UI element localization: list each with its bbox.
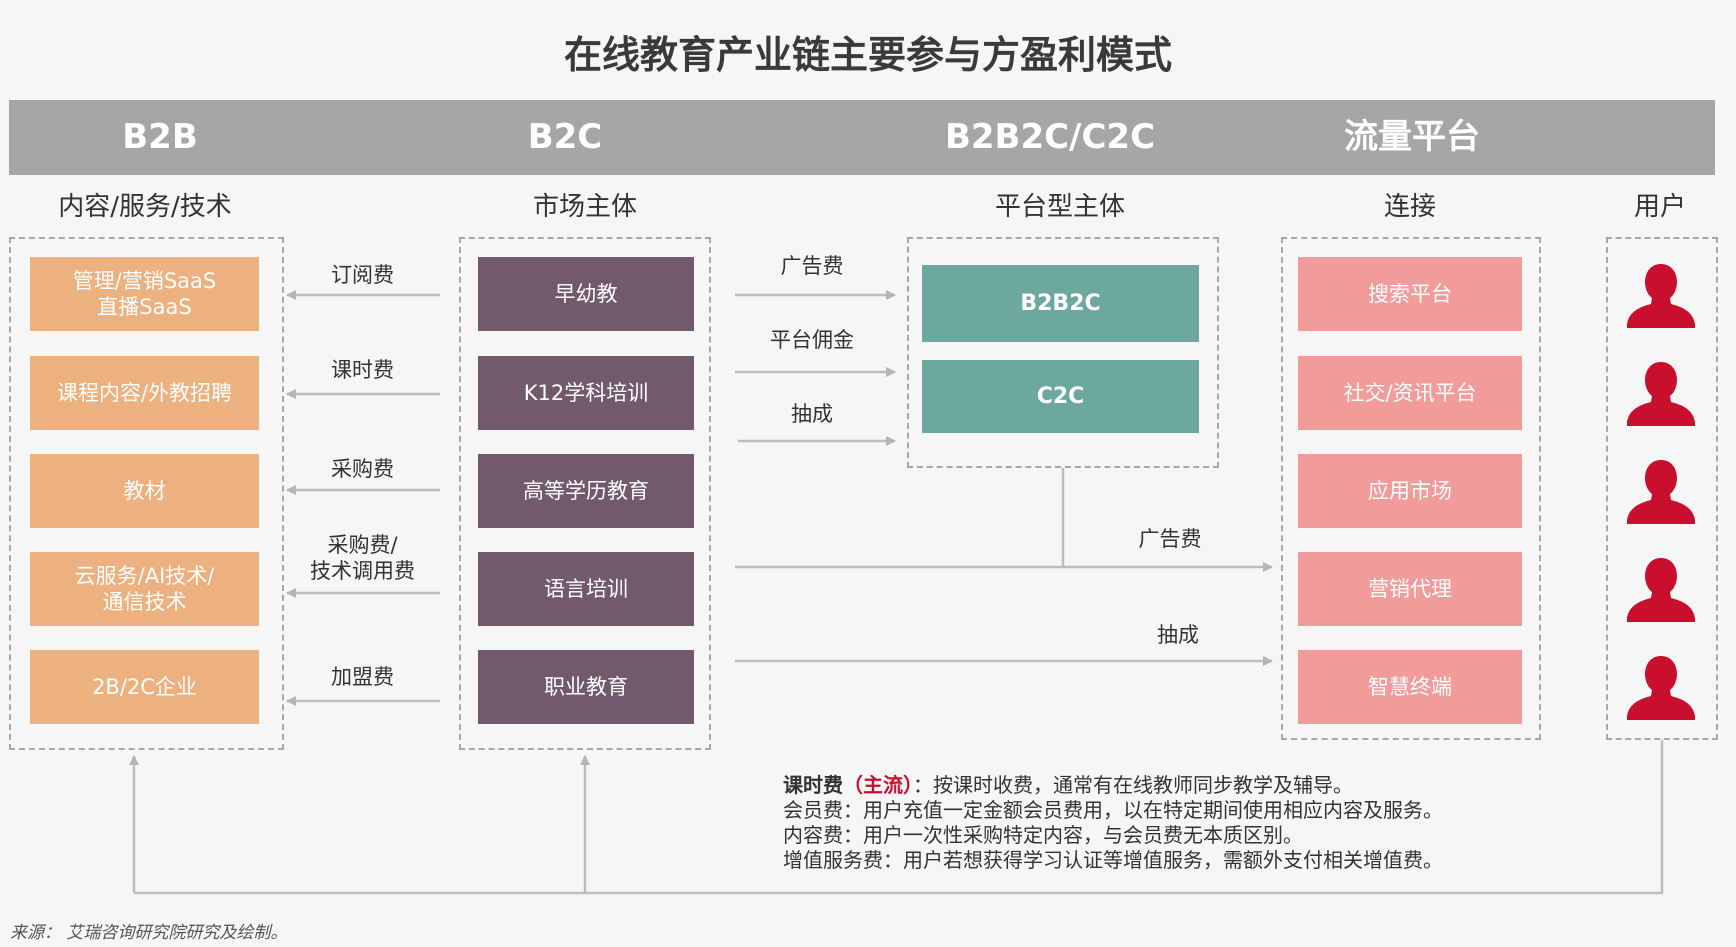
b2b-group <box>9 237 284 750</box>
flow-label-purchase: 采购费 <box>331 457 394 481</box>
b2b-item-enterprise: 2B/2C企业 <box>30 650 259 724</box>
flow-label-ad-platform: 广告费 <box>780 254 844 278</box>
traffic-item-marketing: 营销代理 <box>1298 552 1522 626</box>
flow-label-tech: 采购费/ 技术调用费 <box>310 533 415 584</box>
flow-label-cut-platform: 抽成 <box>791 402 833 426</box>
note-term-lesson: 课时费 <box>783 773 843 797</box>
b2c-item-vocational: 职业教育 <box>478 650 694 724</box>
page-title: 在线教育产业链主要参与方盈利模式 <box>563 33 1172 77</box>
fee-notes: 课时费（主流）：按课时收费，通常有在线教师同步教学及辅导。 会员费：用户充值一定… <box>783 773 1443 873</box>
flow-label-commission-platform: 平台佣金 <box>770 328 854 352</box>
b2b-item-cloud: 云服务/AI技术/ 通信技术 <box>30 552 259 626</box>
platform-item-c2c: C2C <box>922 360 1199 433</box>
b2c-item-language: 语言培训 <box>478 552 694 626</box>
flow-label-subscription: 订阅费 <box>331 263 394 287</box>
b2b-item-course: 课程内容/外教招聘 <box>30 356 259 430</box>
b2c-item-k12: K12学科培训 <box>478 356 694 430</box>
note-line-2: 会员费：用户充值一定金额会员费用，以在特定期间使用相应内容及服务。 <box>783 798 1443 822</box>
sub-b2b: 内容/服务/技术 <box>58 192 232 222</box>
flow-label-franchise: 加盟费 <box>331 665 394 689</box>
sub-traffic: 连接 <box>1383 192 1436 222</box>
b2b-item-saas: 管理/营销SaaS 直播SaaS <box>30 257 259 331</box>
b2c-group <box>459 237 711 750</box>
user-group <box>1606 237 1718 740</box>
user-icon <box>1624 458 1698 524</box>
flow-label-cut-traffic: 抽成 <box>1157 623 1199 647</box>
sub-platform: 平台型主体 <box>994 192 1125 222</box>
sub-user: 用户 <box>1633 192 1686 222</box>
traffic-item-terminal: 智慧终端 <box>1298 650 1522 724</box>
user-icon <box>1624 556 1698 622</box>
header-band <box>9 100 1715 175</box>
traffic-item-appstore: 应用市场 <box>1298 454 1522 528</box>
user-icon <box>1624 262 1698 328</box>
source-note: 来源： 艾瑞咨询研究院研究及绘制。 <box>10 923 288 943</box>
note-line-1: 课时费（主流）：按课时收费，通常有在线教师同步教学及辅导。 <box>783 773 1443 798</box>
traffic-group <box>1281 237 1541 740</box>
user-icon <box>1624 360 1698 426</box>
header-b2b: B2B <box>122 117 198 157</box>
sub-b2c: 市场主体 <box>532 192 637 222</box>
note-line-4: 增值服务费：用户若想获得学习认证等增值服务，需额外支付相关增值费。 <box>783 848 1443 872</box>
user-payment-loop <box>134 740 1664 895</box>
flow-label-lesson: 课时费 <box>331 358 394 382</box>
traffic-item-social: 社交/资讯平台 <box>1298 356 1522 430</box>
note-line-1-text: ：按课时收费，通常有在线教师同步教学及辅导。 <box>913 773 1353 797</box>
b2c-item-early: 早幼教 <box>478 257 694 331</box>
platform-group <box>907 237 1219 468</box>
traffic-item-search: 搜索平台 <box>1298 257 1522 331</box>
flow-label-ad-traffic: 广告费 <box>1138 527 1202 551</box>
note-line-3: 内容费：用户一次性采购特定内容，与会员费无本质区别。 <box>783 823 1303 847</box>
header-traffic: 流量平台 <box>1344 117 1480 157</box>
user-icon <box>1624 654 1698 720</box>
platform-item-b2b2c: B2B2C <box>922 265 1199 342</box>
note-tag-mainstream: （主流） <box>843 773 913 797</box>
b2c-item-higher: 高等学历教育 <box>478 454 694 528</box>
b2b-item-textbook: 教材 <box>30 454 259 528</box>
header-b2c: B2C <box>527 117 603 157</box>
header-platform: B2B2C/C2C <box>944 117 1156 157</box>
